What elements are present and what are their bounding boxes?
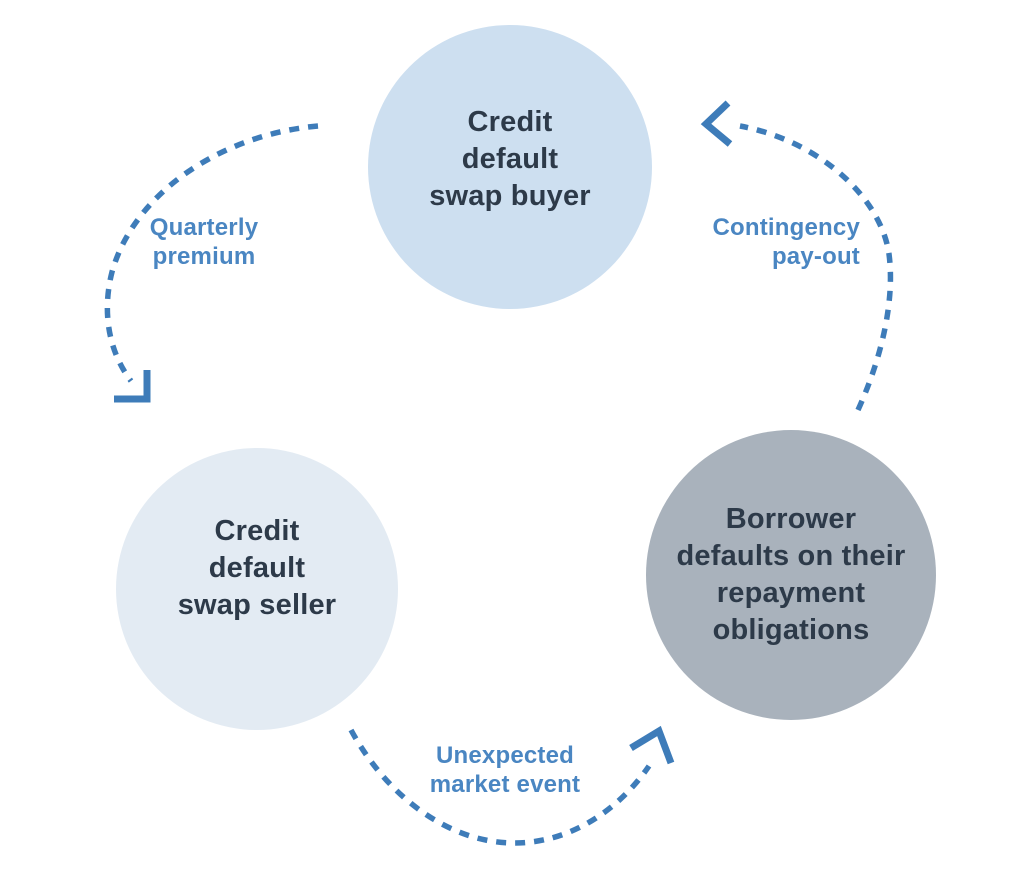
node-borrower-defaults: Borrower defaults on their repayment obl… (646, 430, 936, 720)
arrowhead-to-buyer-icon (700, 100, 733, 147)
edge-label-quarterly-premium: Quarterly premium (149, 214, 259, 270)
node-borrower-label: Borrower defaults on their repayment obl… (676, 503, 906, 646)
node-seller-label: Credit default swap seller (177, 514, 337, 621)
edge-label-unexpected-market-event: Unexpected market event (429, 742, 581, 798)
arc-contingency-pay-out (739, 123, 894, 412)
node-credit-default-swap-seller: Credit default swap seller (116, 448, 398, 730)
node-buyer-label: Credit default swap buyer (429, 105, 591, 212)
node-credit-default-swap-buyer: Credit default swap buyer (368, 25, 652, 309)
dashed-arcs (104, 123, 894, 846)
arc-unexpected-market-event (348, 728, 652, 846)
edge-label-contingency-pay-out: Contingency pay-out (712, 214, 860, 270)
arc-quarterly-premium (104, 123, 319, 383)
arrowhead-to-borrower-icon (629, 725, 675, 765)
arrowhead-to-seller-icon (114, 370, 151, 403)
arrowheads (114, 100, 733, 765)
